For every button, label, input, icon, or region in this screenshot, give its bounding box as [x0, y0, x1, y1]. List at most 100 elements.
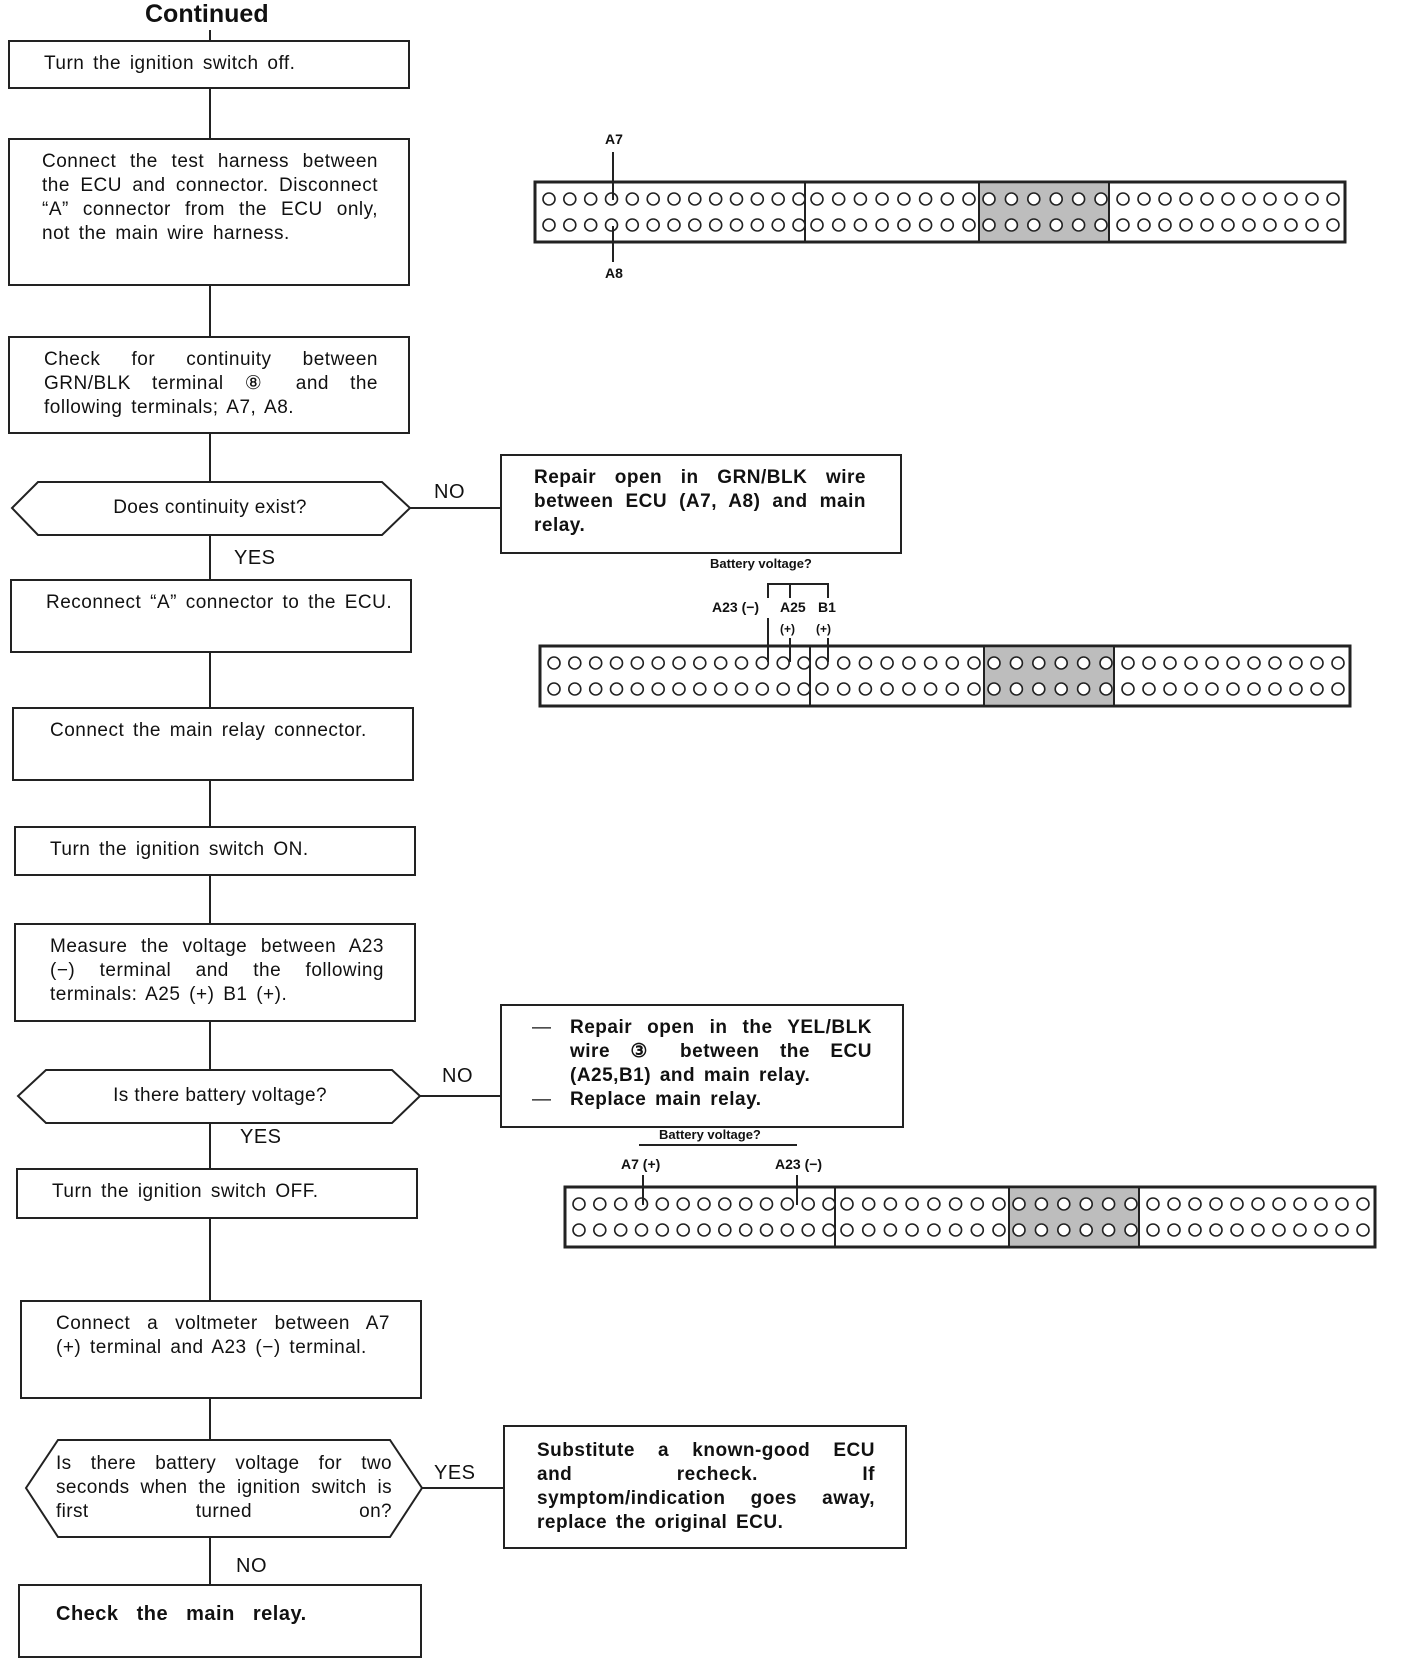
connector-pin: [1226, 682, 1240, 696]
connector-pin: [1056, 1223, 1071, 1237]
connector-pin-group: [1116, 192, 1340, 232]
connector-pin: [861, 1197, 876, 1211]
connector-pin: [1146, 1223, 1160, 1237]
c3-label-a23: A23 (−): [775, 1156, 822, 1172]
connector-pin: [1049, 192, 1064, 206]
connector-pin: [542, 218, 556, 232]
connector-pin: [1305, 192, 1319, 206]
connector-pin: [883, 1197, 898, 1211]
result-substitute-ecu: Substitute a known-good ECU and recheck.…: [503, 1425, 907, 1549]
connector-pin: [880, 656, 894, 670]
connector-pin: [1012, 1197, 1026, 1211]
connector-pin: [572, 1223, 586, 1237]
decision-battery-voltage: Is there battery voltage?: [113, 1085, 327, 1106]
connector-pin: [713, 682, 728, 696]
connector-pin: [588, 656, 603, 670]
decision-hexagon-2: [16, 1069, 422, 1124]
connector-pin: [1184, 656, 1198, 670]
connector-pin: [1268, 682, 1282, 696]
connector-pin-group: [542, 192, 806, 232]
connector-pin: [572, 1197, 586, 1211]
connector-pin: [1289, 656, 1303, 670]
connector-pin: [667, 192, 681, 206]
connector-pin: [1031, 682, 1046, 696]
connector-pin: [1071, 218, 1086, 232]
connector-pin: [902, 656, 916, 670]
connector-pin: [1356, 1223, 1370, 1237]
connector-pin: [1242, 192, 1256, 206]
c3-caption: Battery voltage?: [659, 1127, 761, 1142]
connector-pin: [1094, 192, 1108, 206]
connector-pin: [592, 1223, 607, 1237]
connector-pin: [583, 218, 598, 232]
connector-pin: [609, 682, 624, 696]
step-reconnect-a-connector: Reconnect “A” connector to the ECU.: [10, 579, 412, 653]
connector-pin: [987, 656, 1001, 670]
step-text: Check the main relay.: [56, 1603, 307, 1625]
connector-pin: [918, 192, 933, 206]
connector-pin: [967, 682, 981, 696]
connector-pin: [780, 1223, 795, 1237]
c1-label-a7: A7: [605, 131, 623, 147]
connector-pin: [948, 1223, 963, 1237]
connector-pin: [738, 1197, 753, 1211]
connector-pin: [708, 218, 723, 232]
connector-pin: [831, 218, 846, 232]
connector-pin: [1310, 656, 1324, 670]
connector-pin: [1230, 1197, 1244, 1211]
connector-pin: [1326, 218, 1340, 232]
connector-pin: [1331, 656, 1345, 670]
connector-pin: [797, 656, 811, 670]
connector-pin: [1163, 682, 1177, 696]
connector-pin: [1158, 218, 1172, 232]
c2-label-a25: A25: [780, 599, 806, 615]
result-text: Repair open in GRN/BLK wire between ECU …: [534, 467, 866, 536]
connector-pin: [780, 1197, 795, 1211]
connector-pin: [755, 682, 770, 696]
connector-pin: [1031, 656, 1046, 670]
connector-pin: [822, 1197, 836, 1211]
connector-pin: [1242, 218, 1256, 232]
connector-pin: [708, 192, 723, 206]
step-turn-ignition-on: Turn the ignition switch ON.: [14, 826, 416, 876]
connector-pin: [718, 1197, 732, 1211]
step-text: Connect the test harness between the ECU…: [42, 151, 378, 244]
connector-pin: [858, 656, 873, 670]
connector-pin: [1263, 192, 1277, 206]
connector-pin: [1116, 218, 1130, 232]
step-text: Reconnect “A” connector to the ECU.: [46, 592, 393, 613]
connector-pin: [776, 656, 790, 670]
step-text: Connect the main relay connector.: [50, 720, 367, 741]
connector-pin: [792, 218, 806, 232]
connector-pin: [588, 682, 603, 696]
connector-pin: [1146, 1197, 1160, 1211]
connector-pin: [1335, 1197, 1349, 1211]
d1-yes-label: YES: [234, 547, 276, 569]
c2-label-plus-1: (+): [780, 622, 795, 636]
connector-pin: [667, 218, 681, 232]
connector-pin: [1163, 656, 1177, 670]
connector-pin: [630, 682, 645, 696]
connector-pin-group: [987, 656, 1113, 696]
connector-pin: [815, 656, 829, 670]
connector-pin: [1099, 682, 1113, 696]
connector-pin-group: [982, 192, 1108, 232]
connector-pin: [801, 1197, 815, 1211]
connector-pin: [1076, 682, 1091, 696]
connector-pin: [1221, 192, 1235, 206]
connector-pin: [853, 192, 868, 206]
connector-pin: [1094, 218, 1108, 232]
decision-battery-voltage-two-seconds: Is there battery voltage for two seconds…: [56, 1453, 392, 1522]
connector-pin: [547, 682, 561, 696]
connector-pin: [815, 682, 829, 696]
connector-pin: [1314, 1197, 1328, 1211]
connector-pin: [902, 682, 916, 696]
d3-yes-label: YES: [434, 1462, 476, 1484]
connector-pin: [940, 218, 955, 232]
connector-pin: [759, 1197, 774, 1211]
page-heading: Continued: [145, 0, 269, 28]
connector-pin: [750, 218, 765, 232]
connector-pin: [1293, 1223, 1307, 1237]
connector-pin: [734, 656, 749, 670]
step-connect-test-harness: Connect the test harness between the ECU…: [8, 138, 410, 286]
